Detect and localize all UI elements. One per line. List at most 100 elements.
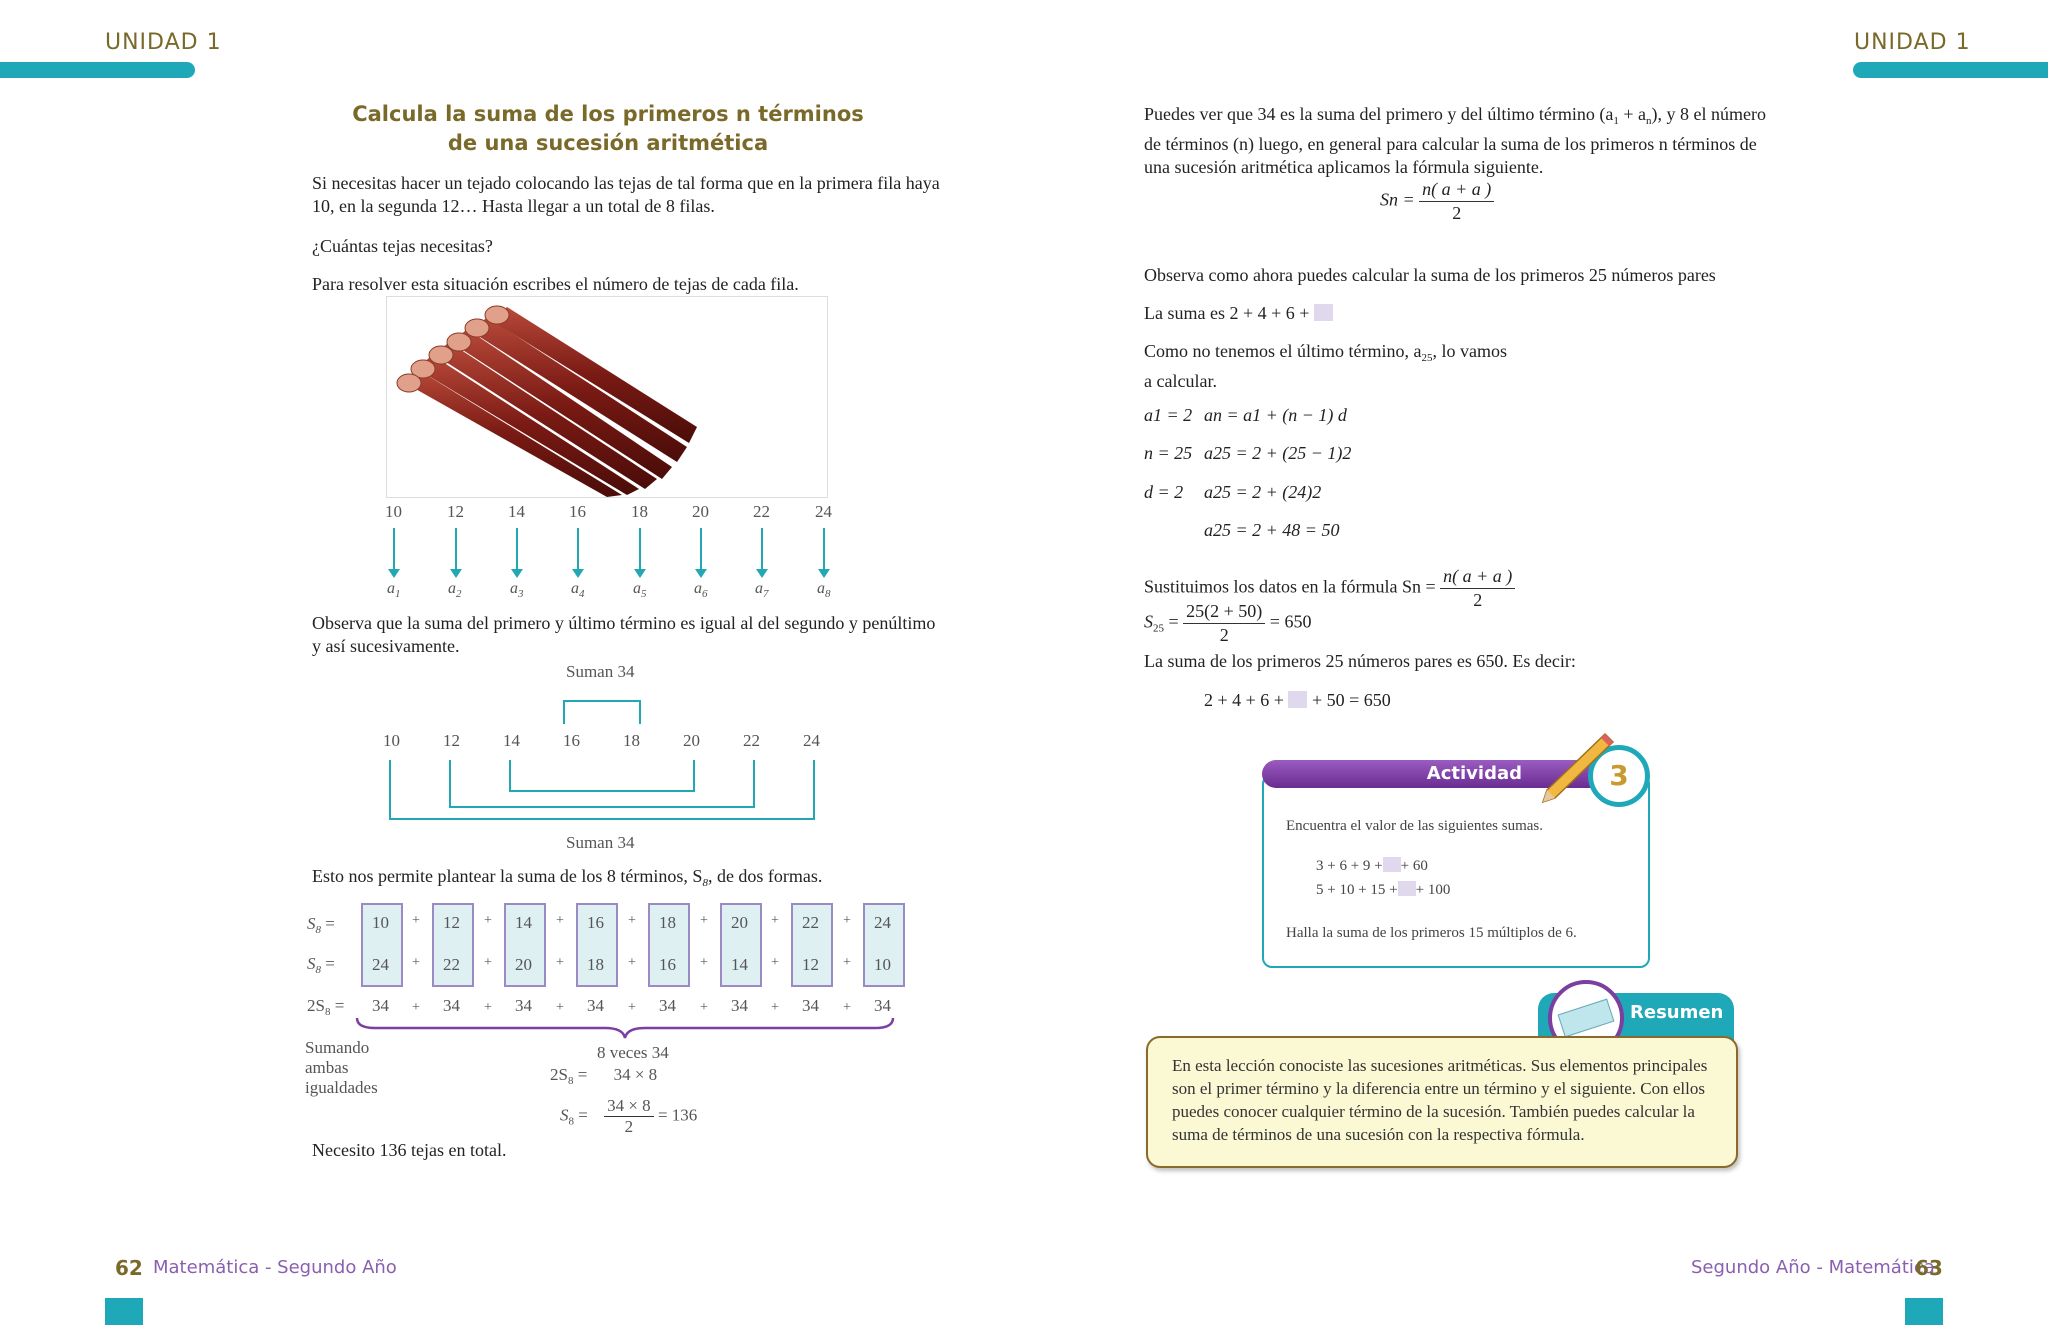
blank-square — [1313, 304, 1333, 321]
left-footer-block — [105, 1298, 143, 1325]
lesson-title: Calcula la suma de los primeros n términ… — [312, 100, 904, 158]
right-header-bar — [1853, 62, 2048, 78]
plus-sign: + — [771, 913, 779, 928]
plus-sign: + — [700, 1000, 708, 1015]
pair-number: 24 — [803, 731, 820, 750]
lesson-title-line1: Calcula la suma de los primeros n términ… — [352, 102, 864, 126]
row2-value: 18 — [587, 955, 604, 974]
2s8-label-row3: 2S8 = — [307, 996, 345, 1018]
eq-right: an = a1 + (n − 1) d — [1204, 405, 1347, 425]
term-box — [863, 903, 905, 987]
row1-value: 16 — [587, 913, 604, 932]
pair-number: 20 — [683, 731, 700, 750]
activity-content: Encuentra el valor de las siguientes sum… — [1286, 818, 1543, 835]
row-number: 16 — [569, 502, 586, 521]
term-label: a1 — [387, 580, 401, 600]
plus-sign: + — [412, 1000, 420, 1015]
term-box — [361, 903, 403, 987]
observation-paragraph: Observa que la suma del primero y último… — [312, 612, 935, 658]
term-box — [576, 903, 618, 987]
substitute-text: Sustituimos los datos en la fórmula Sn =… — [1144, 565, 1516, 612]
sum-is-text: La suma es 2 + 4 + 6 + — [1144, 302, 1333, 325]
intro-line1: Si necesitas hacer un tejado colocando l… — [312, 173, 940, 193]
plus-sign: + — [771, 1000, 779, 1015]
left-footer-text: Matemática - Segundo Año — [153, 1257, 397, 1278]
plus-sign: + — [628, 1000, 636, 1015]
brace-under-row3 — [355, 1017, 895, 1039]
row2-value: 12 — [802, 955, 819, 974]
suman-bottom-label: Suman 34 — [566, 833, 635, 852]
row-number: 10 — [385, 502, 402, 521]
right-intro-line2: de términos (n) luego, en general para c… — [1144, 134, 1757, 154]
row3-value: 34 — [802, 996, 819, 1015]
row1-value: 10 — [372, 913, 389, 932]
pair-bracket-outer — [389, 760, 815, 820]
left-header-bar — [0, 62, 195, 78]
row-number: 12 — [447, 502, 464, 521]
row-number: 14 — [508, 502, 525, 521]
row-number: 20 — [692, 502, 709, 521]
plus-sign: + — [556, 1000, 564, 1015]
roof-tiles-illustration — [396, 305, 697, 497]
plus-sign: + — [556, 913, 564, 928]
down-arrow-icon — [695, 528, 707, 578]
row1-value: 18 — [659, 913, 676, 932]
eq-right: a25 = 2 + (25 − 1)2 — [1204, 443, 1352, 463]
row-number: 18 — [631, 502, 648, 521]
row1-value: 20 — [731, 913, 748, 932]
term-label: a3 — [510, 580, 524, 600]
ocho-veces-label: 8 veces 34 — [597, 1043, 669, 1062]
activity-sum1: 3 + 6 + 9 ++ 60 — [1316, 857, 1428, 874]
two-forms-text: Esto nos permite plantear la suma de los… — [312, 866, 823, 889]
row2-value: 10 — [874, 955, 891, 974]
pair-number: 14 — [503, 731, 520, 750]
row1-value: 12 — [443, 913, 460, 932]
right-intro-line3: una sucesión aritmética aplicamos la fór… — [1144, 157, 1544, 177]
last-term-text: Como no tenemos el último término, a25, … — [1144, 341, 1507, 391]
pair-number: 18 — [623, 731, 640, 750]
s25-fraction: S25 = 25(2 + 50)2 = 650 — [1144, 601, 1312, 645]
right-page-number: 63 — [1915, 1256, 1943, 1280]
row2-value: 24 — [372, 955, 389, 974]
resumen-title: Resumen — [1630, 1002, 1724, 1023]
right-intro-line1: Puedes ver que 34 es la suma del primero… — [1144, 104, 1766, 127]
term-label: a6 — [694, 580, 708, 600]
term-label: a7 — [755, 580, 769, 600]
term-box — [432, 903, 474, 987]
row3-value: 34 — [587, 996, 604, 1015]
right-unit-label: UNIDAD 1 — [1854, 30, 1971, 55]
right-footer-text: Segundo Año - Matemática — [1691, 1257, 1935, 1278]
down-arrow-icon — [450, 528, 462, 578]
row3-value: 34 — [515, 996, 532, 1015]
lesson-title-line2: de una sucesión aritmética — [447, 131, 769, 155]
plus-sign: + — [412, 955, 420, 970]
row2-value: 22 — [443, 955, 460, 974]
observation-line1: Observa que la suma del primero y último… — [312, 613, 936, 633]
row-number: 22 — [753, 502, 770, 521]
pencil-icon — [1541, 732, 1615, 804]
down-arrow-icon — [388, 528, 400, 578]
intro-paragraph: Si necesitas hacer un tejado colocando l… — [312, 172, 940, 218]
row2-value: 14 — [731, 955, 748, 974]
blank-square — [1288, 691, 1308, 708]
plus-sign: + — [700, 913, 708, 928]
eq-left: a1 = 2 — [1144, 405, 1193, 425]
blank-square — [1397, 881, 1416, 896]
row1-value: 14 — [515, 913, 532, 932]
term-label: a2 — [448, 580, 462, 600]
row3-value: 34 — [443, 996, 460, 1015]
question-text: ¿Cuántas tejas necesitas? — [312, 236, 493, 256]
even-numbers-text: Observa como ahora puedes calcular la su… — [1144, 265, 1716, 285]
right-footer-block — [1905, 1298, 1943, 1325]
sum-formula: Sn = n( a + a )2 — [1380, 178, 1495, 225]
eq-left: d = 2 — [1144, 482, 1184, 502]
row2-value: 20 — [515, 955, 532, 974]
plus-sign: + — [771, 955, 779, 970]
left-unit-label: UNIDAD 1 — [105, 30, 222, 55]
row3-value: 34 — [659, 996, 676, 1015]
plus-sign: + — [843, 913, 851, 928]
eq-left: n = 25 — [1144, 443, 1193, 463]
right-intro: Puedes ver que 34 es la suma del primero… — [1144, 103, 1766, 179]
sumando-note: Sumando ambas igualdades — [305, 1038, 378, 1097]
term-label: a4 — [571, 580, 585, 600]
